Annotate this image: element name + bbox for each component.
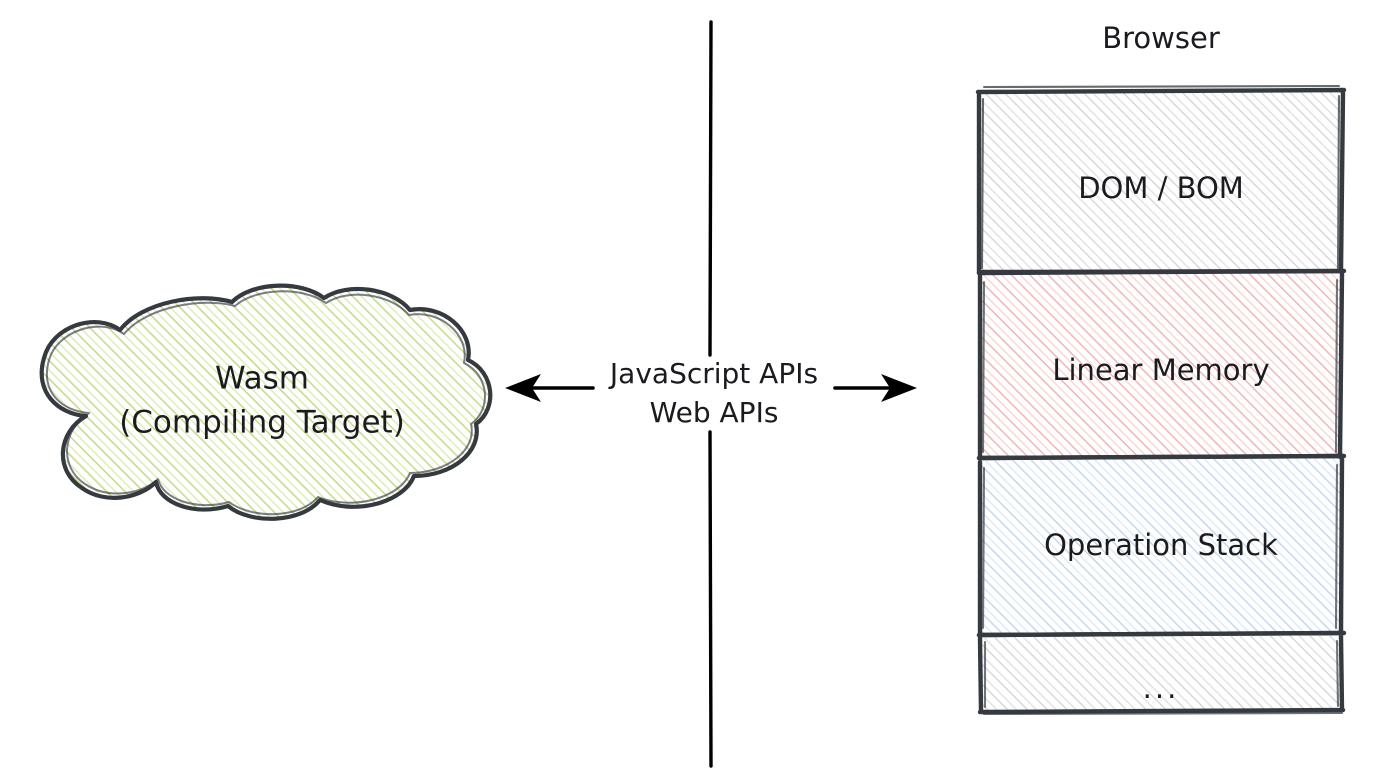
box-outline <box>975 87 1347 276</box>
box-outline-echo <box>980 84 1341 270</box>
browser-stack: DOM / BOM Linear Memory Operation Stack <box>975 84 1347 716</box>
connector-label-line2: Web APIs <box>650 396 779 429</box>
box-label: Operation Stack <box>1044 528 1278 562</box>
arrow-left-icon <box>505 374 541 402</box>
box-hatch-fill <box>980 458 1342 635</box>
box-outline-echo <box>981 278 1339 454</box>
box-label: DOM / BOM <box>1078 171 1244 205</box>
box-outline-echo <box>981 463 1339 630</box>
box-outline-echo <box>982 639 1344 716</box>
stack-box-linear-memory: Linear Memory <box>976 268 1347 461</box>
box-label: Linear Memory <box>1052 353 1269 387</box>
connector-arrows: JavaScript APIs Web APIs <box>505 357 917 429</box>
stack-box-operation-stack: Operation Stack <box>976 453 1347 638</box>
box-hatch-fill <box>980 272 1342 458</box>
divider-lower-segment <box>708 430 713 768</box>
arrow-right-icon <box>881 374 917 402</box>
box-outline <box>976 268 1347 461</box>
cloud-label-line2: (Compiling Target) <box>119 405 405 441</box>
cloud-label-line1: Wasm <box>215 361 309 397</box>
browser-title: Browser <box>1102 21 1220 55</box>
vertical-divider <box>708 20 713 768</box>
box-label: ... <box>1143 671 1180 705</box>
connector-label-line1: JavaScript APIs <box>608 357 818 390</box>
stack-box-more: ... <box>976 630 1347 716</box>
divider-upper-segment <box>708 20 713 357</box>
box-hatch-fill <box>980 635 1342 712</box>
box-outline <box>976 453 1347 638</box>
stack-box-dom-bom: DOM / BOM <box>975 84 1347 276</box>
wasm-cloud: Wasm (Compiling Target) <box>39 283 493 521</box>
box-outline <box>976 630 1347 715</box>
cloud-outline-echo <box>46 290 486 516</box>
box-hatch-fill <box>980 92 1342 272</box>
